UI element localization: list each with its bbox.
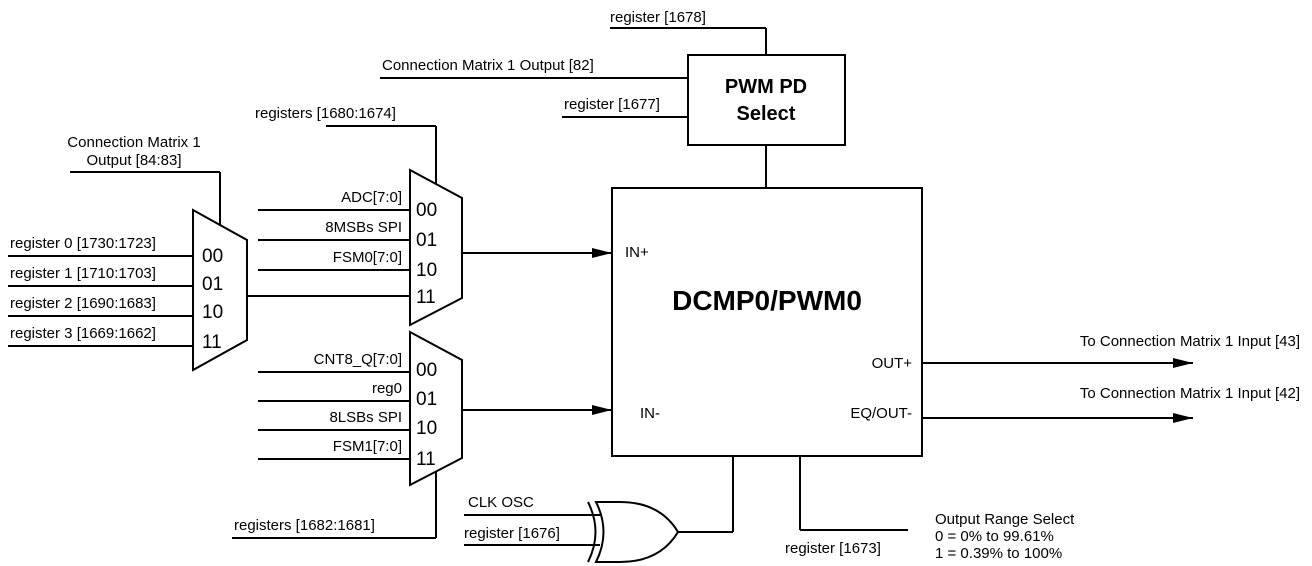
dcmp-pwm-box [611,187,923,457]
mux-bottom-input-3: FSM1[7:0] [333,438,402,455]
range-select-option-0: 0 = 0% to 99.61% [935,528,1054,545]
mux-bottom-code-1: 01 [416,389,437,410]
mux-left-code-1: 01 [202,274,223,295]
range-select-option-1: 1 = 0.39% to 100% [935,545,1062,562]
xor-input-register: register [1676] [464,525,560,542]
dcmp-pwm-title: DCMP0/PWM0 [672,285,862,316]
mux-top-code-1: 01 [416,230,437,251]
mux-bottom-input-1: reg0 [372,380,402,397]
xor-input-clk-osc: CLK OSC [468,494,534,511]
in-plus-label: IN+ [625,244,649,261]
mux-left-code-0: 00 [202,246,223,267]
mux-top-code-0: 00 [416,200,437,221]
pwm-pd-reg-top-label: register [1678] [610,9,706,26]
mux-bottom-input-2: 8LSBs SPI [329,409,402,426]
pwm-pd-title-2: Select [737,103,796,125]
mux-top: registers [1680:1674] ADC[7:0] 8MSBs SPI… [255,105,612,327]
mux-top-code-3: 11 [416,287,436,308]
pwm-pd-select-box [687,54,846,146]
mux-left-code-3: 11 [202,332,222,353]
mux-left-input-1: register 1 [1710:1703] [10,265,156,282]
mux-top-input-2: FSM0[7:0] [333,249,402,266]
mux-top-code-2: 10 [416,260,437,281]
pwm-pd-reg-left-label: register [1677] [564,96,660,113]
in-minus-label: IN- [640,405,660,422]
mux-left-code-2: 10 [202,302,223,323]
out-plus-label: OUT+ [872,355,913,372]
mux-left-input-3: register 3 [1669:1662] [10,325,156,342]
dcmp-pwm-main-block: DCMP0/PWM0 IN+ IN- OUT+ EQ/OUT- [611,187,923,457]
mux-top-input-0: ADC[7:0] [341,189,402,206]
xor-gate: CLK OSC register [1676] [464,456,734,563]
mux-top-select-label: registers [1680:1674] [255,105,396,122]
range-select: register [1673] Output Range Select 0 = … [785,456,1075,562]
pwm-pd-select-block: register [1678] Connection Matrix 1 Outp… [380,9,846,188]
mux-bottom-body [409,330,463,487]
output-cm-43: To Connection Matrix 1 Input [43] [1080,333,1300,350]
mux-bottom-code-0: 00 [416,360,437,381]
range-select-register: register [1673] [785,540,881,557]
xor-gate-body [594,501,680,563]
mux-left-input-0: register 0 [1730:1723] [10,235,156,252]
mux-left-select-line1: Connection Matrix 1 [67,134,200,151]
output-cm-42: To Connection Matrix 1 Input [42] [1080,385,1300,402]
mux-bottom-select-label: registers [1682:1681] [234,517,375,534]
mux-bottom: CNT8_Q[7:0] reg0 8LSBs SPI FSM1[7:0] 00 … [232,330,612,539]
eq-out-minus-label: EQ/OUT- [850,405,912,422]
mux-bottom-code-3: 11 [416,449,436,470]
pwm-pd-title-1: PWM PD [725,76,807,98]
mux-top-input-1: 8MSBs SPI [325,219,402,236]
mux-left-input-2: register 2 [1690:1683] [10,295,156,312]
mux-left: Connection Matrix 1 Output [84:83] regis… [8,134,410,372]
outputs: To Connection Matrix 1 Input [43] To Con… [922,333,1300,423]
pwm-pd-cm-input-label: Connection Matrix 1 Output [82] [382,57,594,74]
mux-bottom-code-2: 10 [416,418,437,439]
mux-top-body [409,168,463,327]
range-select-title: Output Range Select [935,511,1075,528]
mux-bottom-input-0: CNT8_Q[7:0] [314,351,402,368]
mux-left-select-line2: Output [84:83] [86,152,181,169]
